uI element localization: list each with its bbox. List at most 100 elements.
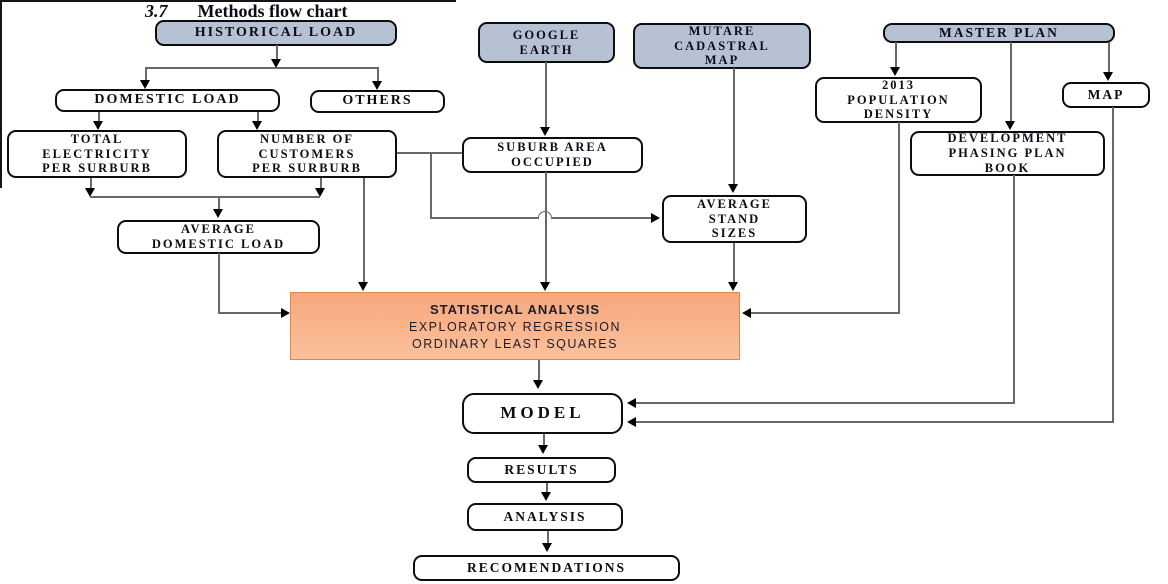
connector-merge-down — [218, 196, 220, 210]
connector-map-left — [633, 421, 1113, 423]
node-average-domestic-load: AVERAGE DOMESTIC LOAD — [117, 220, 320, 254]
arrow-historical-split — [271, 59, 281, 68]
arrow-suburb-to-analysis — [540, 282, 550, 291]
analysis-method-2: ORDINARY LEAST SQUARES — [412, 336, 618, 351]
node-label: HISTORICAL LOAD — [194, 24, 358, 40]
node-number-of-customers-per-surburb: NUMBER OF CUSTOMERS PER SURBURB — [217, 130, 397, 178]
node-total-electricity-per-surburb: TOTAL ELECTRICITY PER SURBURB — [7, 130, 187, 178]
node-others: OTHERS — [310, 90, 445, 113]
arrow-density-to-analysis — [742, 308, 751, 318]
connector-avgdom-right — [218, 312, 282, 314]
node-label: RECOMENDATIONS — [466, 560, 626, 576]
node-label: TOTAL ELECTRICITY PER SURBURB — [42, 131, 152, 176]
analysis-title: STATISTICAL ANALYSIS — [430, 301, 600, 317]
connector-elbow-right-2 — [552, 217, 651, 219]
node-label: DEVELOPMENT PHASING PLAN BOOK — [947, 131, 1068, 175]
node-google-earth: GOOGLE EARTH — [478, 22, 615, 63]
connector-suburb-to-analysis — [545, 172, 547, 285]
connector-phasing-left — [633, 402, 1014, 404]
arrow-customers-merge — [315, 188, 325, 197]
node-label: MAP — [1087, 87, 1125, 103]
arrow-to-suburb-area — [540, 127, 550, 136]
node-map: MAP — [1062, 82, 1150, 108]
node-model: MODEL — [462, 393, 623, 434]
connector-mutare-down — [733, 68, 735, 186]
page-title: 3.7 Methods flow chart — [145, 1, 347, 22]
connector-customers-down — [320, 178, 322, 190]
connector-domestic-to-total — [98, 112, 100, 123]
node-label: MODEL — [500, 403, 585, 423]
node-label: ANALYSIS — [503, 509, 587, 525]
connector-results-to-analysis — [546, 483, 548, 494]
page-border-top — [0, 0, 456, 2]
arrow-stand-to-analysis — [728, 282, 738, 291]
connector-master-to-density — [895, 42, 897, 68]
connector-customers-right — [397, 152, 462, 154]
node-2013-population-density: 2013 POPULATION DENSITY — [815, 77, 982, 123]
node-development-phasing-plan-book: DEVELOPMENT PHASING PLAN BOOK — [910, 131, 1105, 176]
arrow-map-to-model — [627, 417, 636, 427]
connector-split-bar — [145, 67, 377, 69]
connector-total-down — [90, 178, 92, 190]
arrow-to-total-electricity — [93, 121, 103, 130]
connector-stand-to-analysis — [733, 243, 735, 284]
node-historical-load: HISTORICAL LOAD — [155, 20, 397, 46]
arrow-total-merge — [85, 188, 95, 197]
connector-elbow-right-1 — [430, 217, 538, 219]
node-average-stand-sizes: AVERAGE STAND SIZES — [662, 195, 807, 243]
node-label: NUMBER OF CUSTOMERS PER SURBURB — [252, 131, 362, 176]
connector-density-down — [898, 122, 900, 314]
node-mutare-cadastral-map: MUTARE CADASTRAL MAP — [633, 23, 811, 69]
node-results: RESULTS — [467, 457, 616, 483]
arrow-to-population-density — [890, 67, 900, 76]
arrow-to-average-domestic — [213, 209, 223, 218]
connector-analysis-to-recomendations — [547, 531, 549, 544]
arrow-to-development-phasing — [1005, 121, 1015, 130]
arrow-to-model — [533, 380, 543, 389]
node-label: SUBURB AREA OCCUPIED — [497, 140, 608, 169]
arrow-to-map — [1103, 72, 1113, 81]
node-analysis: ANALYSIS — [467, 503, 623, 531]
connector-avgdom-down — [218, 253, 220, 314]
connector-merge-bar — [90, 196, 320, 198]
node-label: AVERAGE DOMESTIC LOAD — [151, 222, 286, 251]
node-recomendations: RECOMENDATIONS — [413, 555, 680, 581]
connector-model-to-results — [543, 434, 545, 446]
node-label: RESULTS — [504, 462, 579, 478]
node-suburb-area-occupied: SUBURB AREA OCCUPIED — [462, 137, 643, 173]
title-text: Methods flow chart — [197, 1, 348, 21]
arrow-to-number-of-customers — [252, 121, 262, 130]
connector-master-to-phasing — [1010, 42, 1012, 122]
arrow-phasing-to-model — [627, 398, 636, 408]
connector-analysis-to-model — [538, 360, 540, 381]
node-label: 2013 POPULATION DENSITY — [847, 77, 950, 122]
arrow-to-analysis-node — [541, 492, 551, 501]
node-label: GOOGLE EARTH — [512, 27, 581, 57]
node-label: OTHERS — [342, 93, 413, 109]
connector-map-down — [1112, 107, 1114, 423]
connector-to-domestic — [145, 67, 147, 81]
connector-phasing-down — [1013, 175, 1015, 404]
node-label: DOMESTIC LOAD — [94, 92, 241, 108]
connector-to-others — [377, 67, 379, 82]
connector-domestic-to-customers — [257, 112, 259, 123]
page-border-left — [0, 0, 2, 188]
section-number: 3.7 — [145, 1, 168, 21]
arrow-to-results — [538, 445, 548, 454]
arrow-to-average-stand-sizes — [651, 213, 660, 223]
node-label: AVERAGE STAND SIZES — [697, 196, 772, 241]
analysis-method-1: EXPLORATORY REGRESSION — [409, 319, 621, 334]
node-statistical-analysis: STATISTICAL ANALYSIS EXPLORATORY REGRESS… — [290, 292, 740, 360]
arrow-to-domestic — [140, 80, 150, 89]
node-master-plan: MASTER PLAN — [883, 23, 1115, 43]
connector-density-left — [750, 312, 899, 314]
arrow-to-others — [372, 81, 382, 90]
connector-google-down — [545, 62, 547, 129]
node-label: MUTARE CADASTRAL MAP — [674, 23, 770, 68]
connector-customers-to-analysis — [363, 178, 365, 285]
connector-elbow-down — [430, 152, 432, 218]
arrow-to-recomendations — [542, 543, 552, 552]
arrow-customers-to-analysis — [358, 282, 368, 291]
node-domestic-load: DOMESTIC LOAD — [55, 89, 280, 112]
